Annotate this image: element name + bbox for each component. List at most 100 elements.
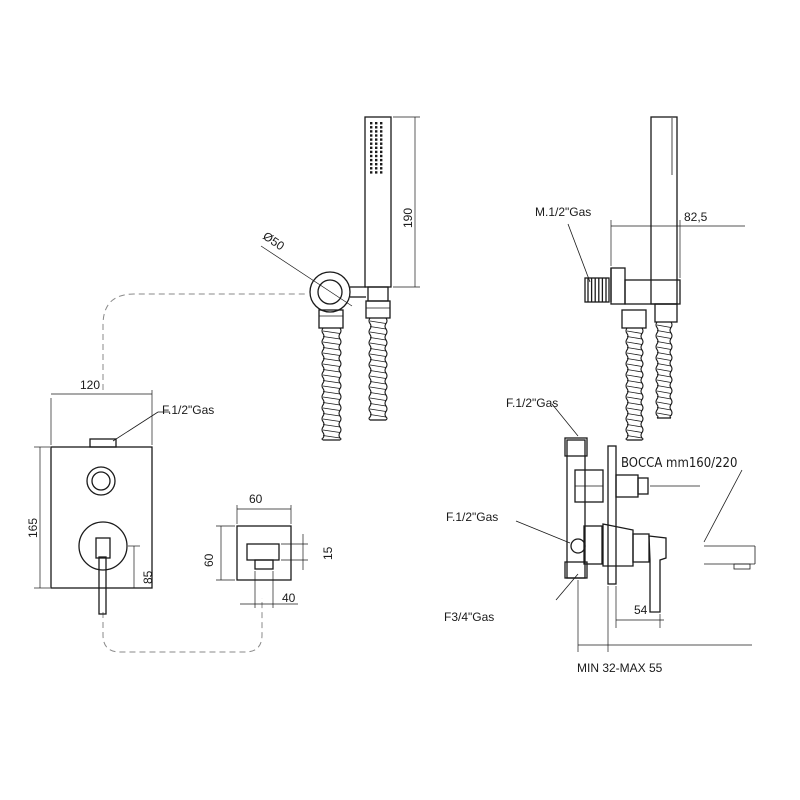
nozzle-dot: [380, 167, 383, 170]
label-f12-mixer: F.1/2"Gas: [162, 403, 214, 417]
lever-handle: [98, 556, 107, 615]
label-m12: M.1/2"Gas: [535, 205, 591, 219]
hose-ridge: [626, 435, 643, 439]
hose-edge: [368, 317, 372, 421]
hose-ridge: [322, 352, 341, 356]
hose-ridge: [626, 402, 643, 406]
hose-ridge: [656, 352, 672, 356]
hose-ridge: [656, 390, 672, 394]
hose-ridge: [656, 401, 672, 405]
hose-ridge: [626, 418, 643, 422]
front-view-mixer: 120 F.1/2"Gas 165 85: [26, 293, 305, 653]
dim-54: 54: [634, 603, 648, 617]
handshower-nut: [365, 300, 391, 319]
hose-ridge: [626, 380, 643, 384]
hose-ridge: [626, 413, 643, 417]
hose-ridge: [656, 341, 672, 345]
hose-ridge: [369, 386, 387, 390]
hose-ridge: [626, 424, 643, 428]
nozzle-dot: [370, 163, 373, 166]
hose-edge: [655, 321, 659, 419]
hose-ridge: [322, 418, 341, 422]
hose-ridge: [626, 407, 643, 411]
hose-ridge: [369, 326, 387, 330]
hose-ridge: [322, 385, 341, 389]
knob-square-plate: [236, 525, 292, 581]
side-mixer-plate: [607, 445, 617, 585]
handshower-neck: [367, 286, 389, 302]
nozzle-dot: [380, 134, 383, 137]
hose-ridge: [369, 370, 387, 374]
side-nut-left: [621, 309, 647, 329]
hose-ridge: [322, 424, 341, 428]
leader-m12: [567, 223, 591, 283]
nozzle-dot: [375, 163, 378, 166]
label-f34: F3/4"Gas: [444, 610, 494, 624]
lever-rosette: [78, 521, 128, 571]
hose-ridge: [322, 330, 341, 334]
hose-ridge: [369, 331, 387, 335]
nozzle-dot: [375, 171, 378, 174]
hose-ridge: [369, 403, 387, 407]
knob-detail: 60 60 15 40: [202, 492, 335, 608]
side-holder-block: [610, 267, 626, 305]
hose-ridge: [322, 369, 341, 373]
leader-f12-side-mid: [515, 520, 571, 544]
hose-ridge: [322, 374, 341, 378]
hose-edge: [640, 327, 644, 441]
hose-edge: [338, 327, 342, 441]
dim-82-5: 82,5: [684, 210, 708, 224]
nozzle-dot: [370, 126, 373, 129]
dim-85: 85: [141, 570, 155, 584]
side-handshower-body: [650, 116, 678, 305]
hose-ridge: [656, 379, 672, 383]
dim-40: 40: [282, 591, 296, 605]
handshower-body: [364, 116, 392, 288]
side-inlet: [570, 538, 586, 554]
hose-ridge: [369, 381, 387, 385]
nozzle-dot: [370, 130, 373, 133]
hose-ridge: [626, 374, 643, 378]
nozzle-dot: [380, 163, 383, 166]
nozzle-dot: [370, 171, 373, 174]
nozzle-dot: [380, 122, 383, 125]
hose-ridge: [369, 353, 387, 357]
dim-190: 190: [401, 208, 415, 228]
nozzle-dot: [370, 150, 373, 154]
hose-ridge: [369, 408, 387, 412]
hose-ridge: [656, 412, 672, 416]
hose-ridge: [626, 396, 643, 400]
mixer-plate: [50, 446, 153, 589]
hose-ridge: [369, 397, 387, 401]
label-f12-side-mid: F.1/2"Gas: [446, 510, 498, 524]
nozzle-dot: [370, 138, 373, 141]
hose-ridge: [626, 385, 643, 389]
nozzle-dot: [380, 171, 383, 174]
hose-ridge: [626, 358, 643, 362]
hose-ridge: [656, 385, 672, 389]
spout-aerator: [733, 563, 751, 570]
hose-ridge: [656, 346, 672, 350]
nozzle-dot: [370, 134, 373, 137]
nozzle-dot: [375, 126, 378, 129]
hose-ridge: [322, 407, 341, 411]
hose-ridge: [626, 363, 643, 367]
hose-front-right: [368, 317, 388, 421]
hose-ridge: [626, 330, 643, 334]
nozzle-dot: [375, 130, 378, 133]
leader-f34: [555, 573, 579, 601]
hose-ridge: [626, 341, 643, 345]
hose-ridge: [626, 369, 643, 373]
hose-ridge: [656, 368, 672, 372]
nozzle-dot: [380, 158, 383, 162]
nozzle-dot: [375, 158, 378, 162]
nozzle-dot: [375, 154, 378, 158]
nozzle-dot: [380, 130, 383, 133]
hose-ridge: [369, 348, 387, 352]
hose-ridge: [369, 364, 387, 368]
side-mixer-body: [566, 439, 586, 579]
nozzle-dot: [380, 146, 383, 149]
hose-ridge: [656, 396, 672, 400]
hose-route-dashed-lower: [102, 598, 263, 653]
nozzle-dot: [375, 122, 378, 125]
